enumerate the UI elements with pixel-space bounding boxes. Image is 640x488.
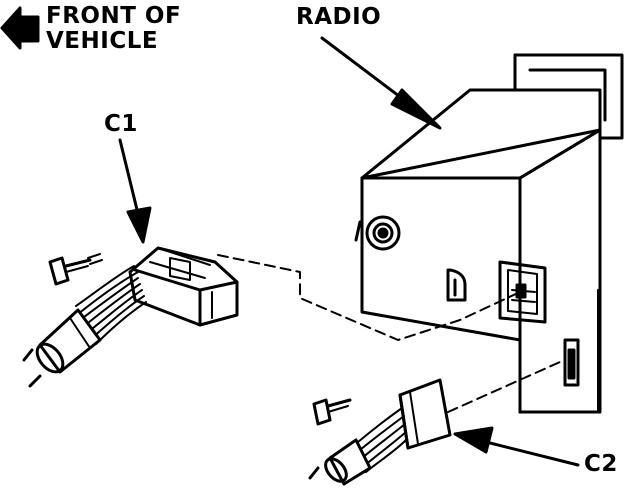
c1-label: C1 bbox=[104, 111, 138, 137]
front-of-vehicle-line-1: FRONT OF bbox=[46, 3, 182, 29]
radio-label: RADIO bbox=[296, 4, 382, 30]
radio-pointer-arrow bbox=[320, 36, 442, 130]
c2-pointer-arrow bbox=[453, 426, 580, 467]
c1-alignment-line bbox=[217, 254, 521, 341]
c1-wire-sleeve bbox=[22, 308, 102, 388]
arrow-left-icon bbox=[0, 6, 40, 50]
c2-label: C2 bbox=[584, 451, 618, 477]
front-of-vehicle-label: FRONT OF VEHICLE bbox=[46, 4, 181, 54]
c1-pointer-arrow bbox=[118, 138, 152, 244]
c1-connector bbox=[128, 246, 239, 327]
c2-connector bbox=[398, 378, 452, 450]
radio-unit bbox=[354, 53, 624, 414]
c1-mounting-pin bbox=[48, 253, 103, 286]
c2-wire-sleeve bbox=[308, 438, 372, 486]
c2-mounting-pin bbox=[312, 398, 352, 426]
front-of-vehicle-line-2: VEHICLE bbox=[46, 28, 159, 54]
c2-alignment-line bbox=[447, 361, 561, 413]
